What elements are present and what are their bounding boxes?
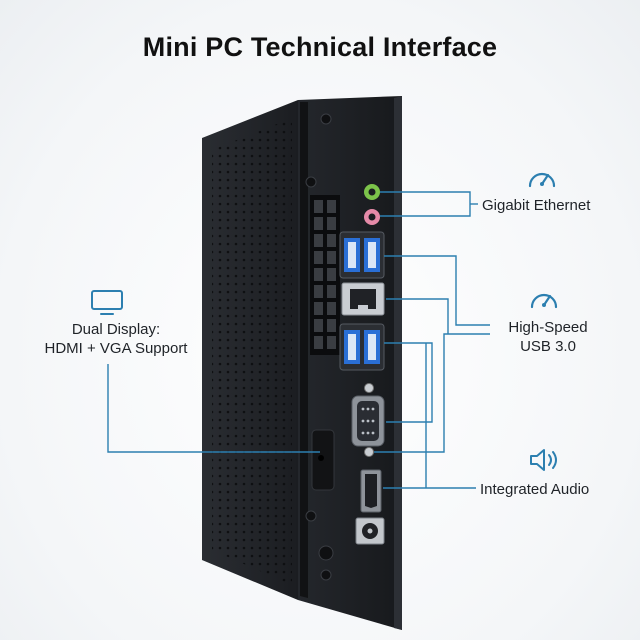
callout-label-usb: High-Speed USB 3.0 bbox=[488, 318, 608, 356]
callout-display-line bbox=[107, 364, 320, 453]
callout-lines bbox=[107, 191, 490, 489]
back-vent-grille bbox=[310, 195, 340, 355]
callout-ethernet-port-line bbox=[386, 298, 449, 334]
audio-label-text: Integrated Audio bbox=[480, 481, 590, 498]
speedometer-icon bbox=[528, 172, 556, 188]
audio-jack-green bbox=[364, 184, 380, 200]
usb-port-lower bbox=[339, 323, 385, 371]
vga-port bbox=[351, 383, 385, 457]
display-label-line1: Dual Display: bbox=[71, 321, 161, 338]
page-title: Mini PC Technical Interface bbox=[142, 32, 498, 62]
callout-label-ethernet: Gigabit Ethernet bbox=[482, 196, 590, 215]
callout-label-display: Dual Display: HDMI + VGA Support bbox=[20, 320, 212, 358]
speaker-icon bbox=[530, 449, 557, 471]
monitor-icon bbox=[91, 290, 123, 315]
ethernet-port bbox=[341, 282, 385, 316]
audio-jack-pink bbox=[364, 209, 380, 225]
callout-usb-upper-line bbox=[384, 255, 490, 326]
expansion-slot bbox=[311, 429, 335, 491]
speedometer-icon bbox=[530, 293, 558, 309]
usb-label-line1: High-Speed bbox=[508, 319, 588, 336]
dc-power-port bbox=[355, 517, 385, 545]
usb-label-line2: USB 3.0 bbox=[520, 338, 576, 355]
display-label-line2: HDMI + VGA Support bbox=[44, 340, 188, 357]
callout-vga-line bbox=[374, 333, 490, 453]
case-side-panel bbox=[202, 100, 298, 600]
usb-port-upper bbox=[339, 231, 385, 279]
callout-label-audio: Integrated Audio bbox=[480, 480, 589, 499]
callout-usb-lower-line bbox=[384, 342, 433, 423]
ethernet-label-text: Gigabit Ethernet bbox=[482, 197, 591, 214]
hdmi-port bbox=[360, 469, 382, 513]
